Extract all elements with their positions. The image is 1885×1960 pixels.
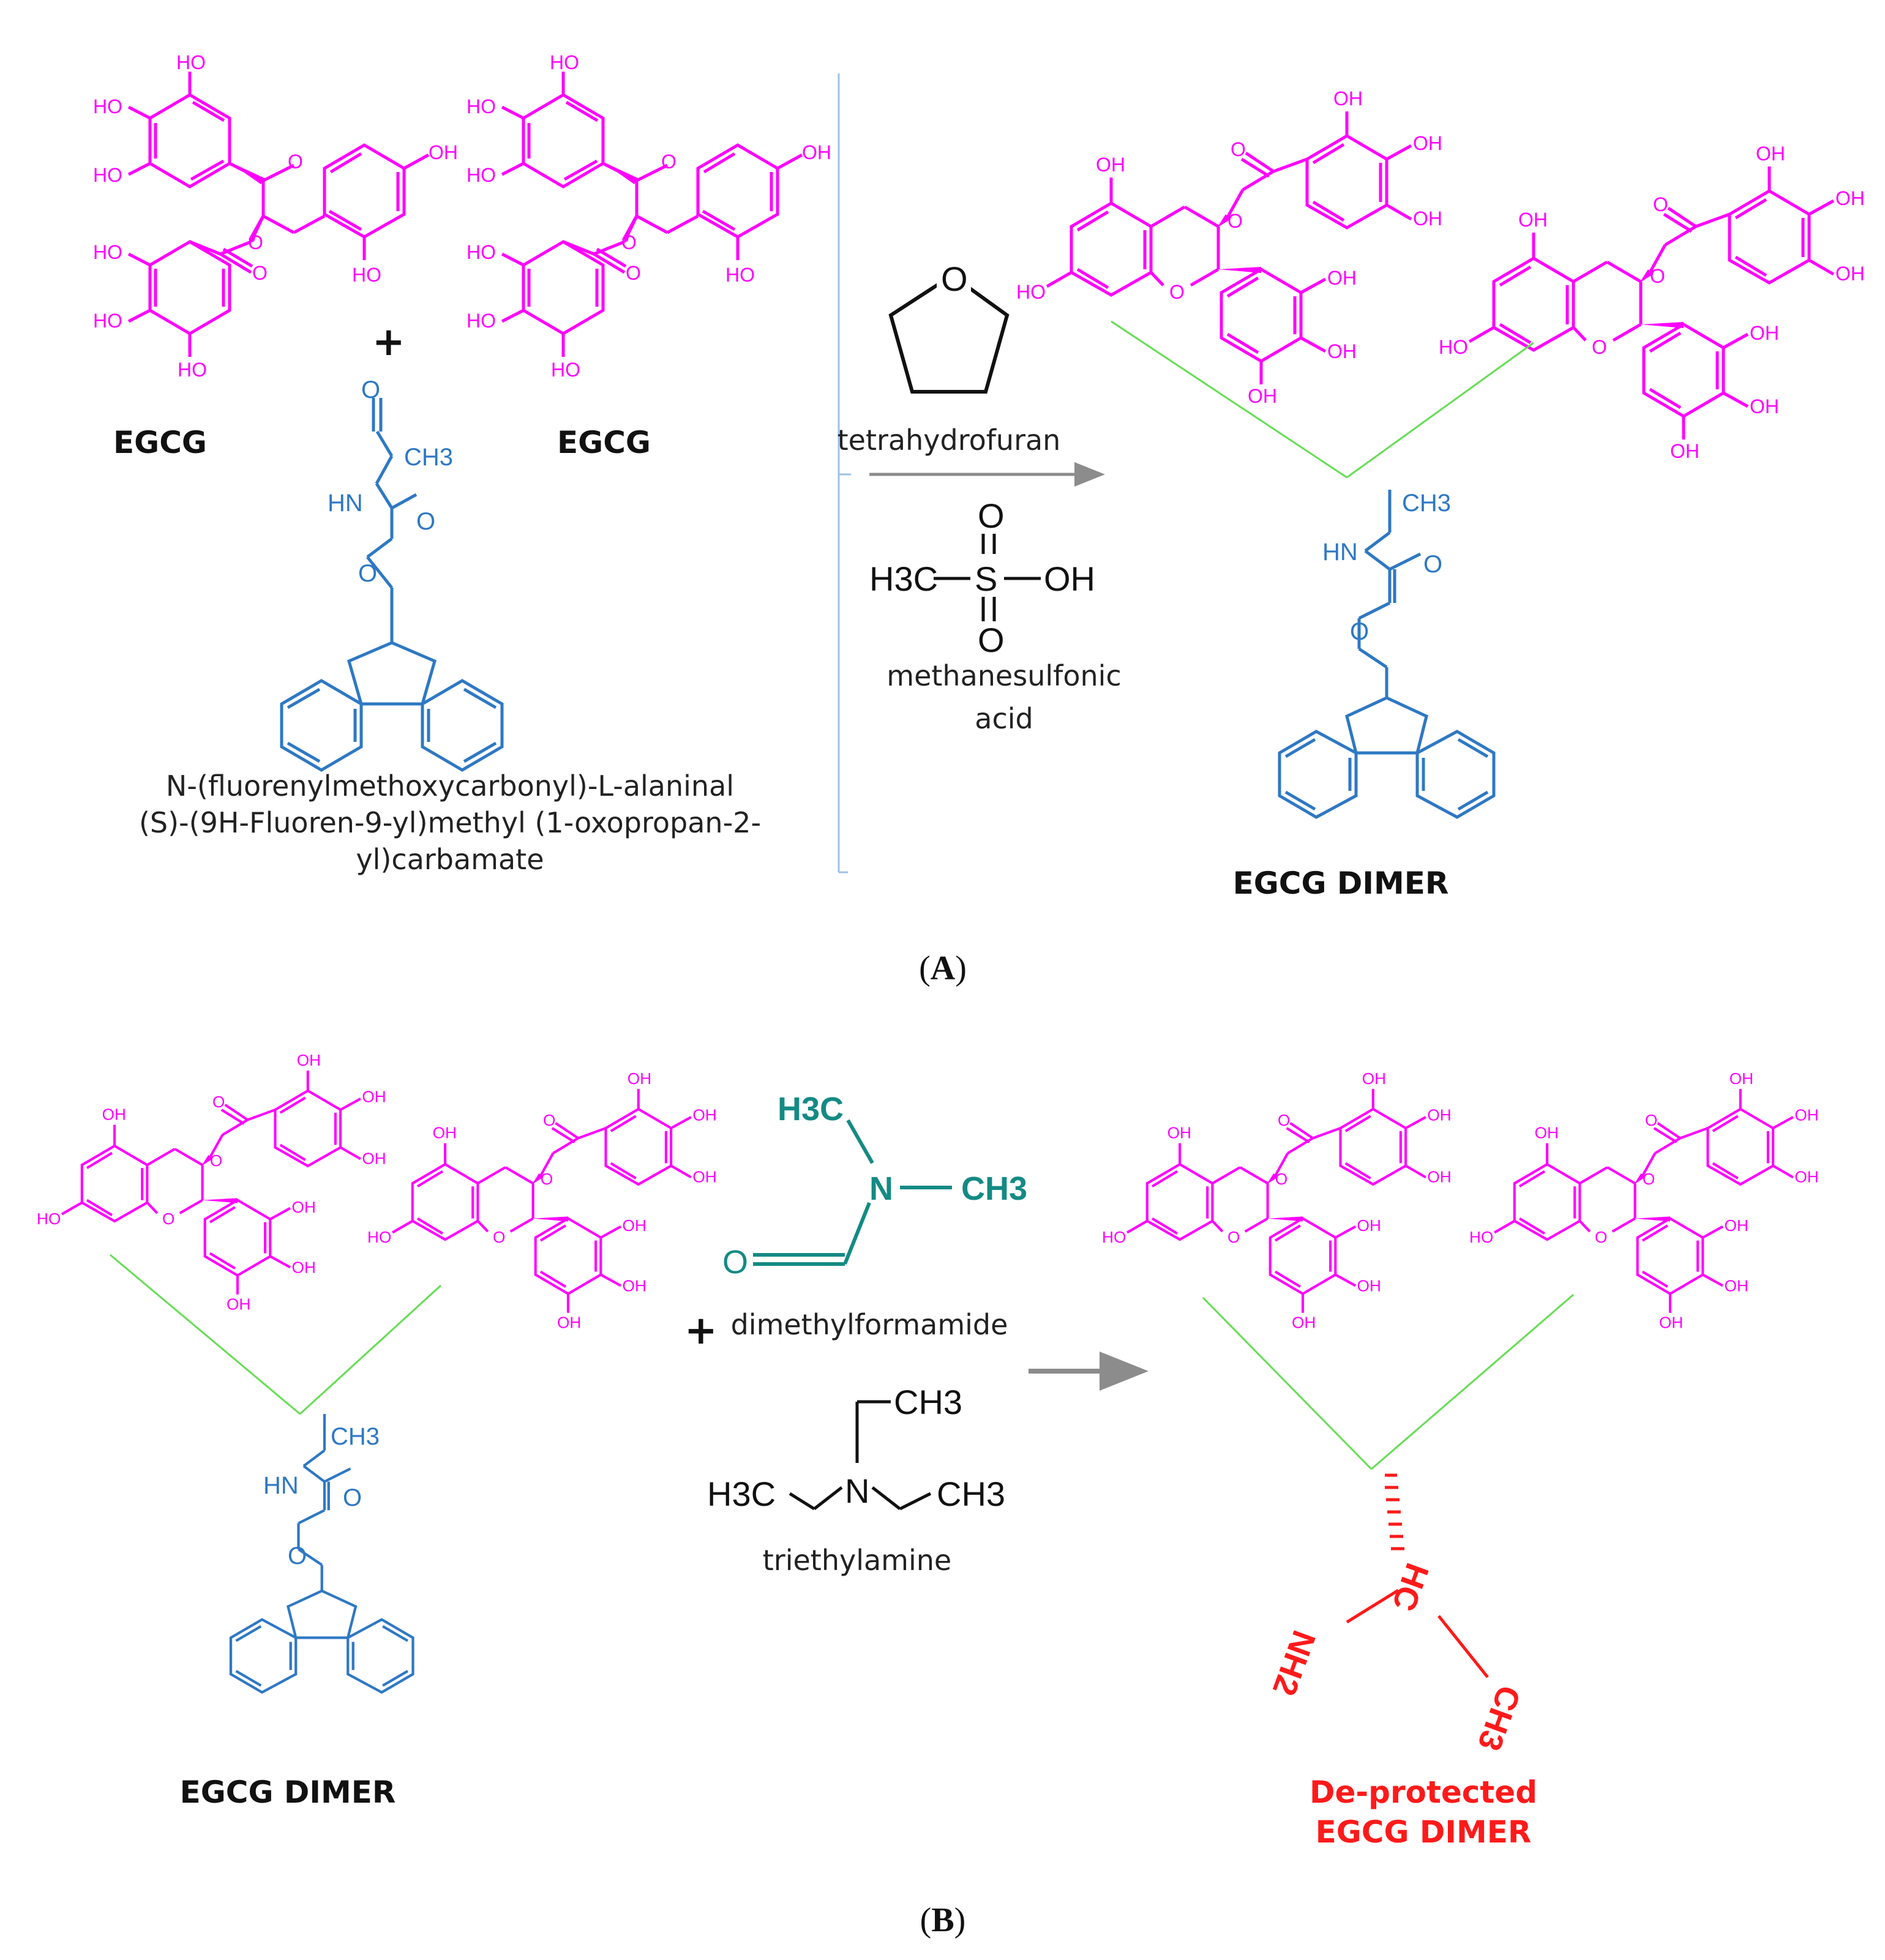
fmoc-alaninal-structure: O CH3 HN O O [280,376,504,772]
methine-label: HC [1385,1558,1436,1616]
dmf-label: dimethylformamide [731,1308,1008,1341]
methyl-label: H3C [869,559,938,598]
reagent-name-line-3: yl)carbamate [356,843,544,876]
catalyst-label-line-1: methanesulfonic [886,659,1121,692]
ether-oxygen-label: O [1350,618,1369,645]
panel-b: CH3 HN O O EGCG DIMER + H3C N CH3 O dime… [37,1051,1819,1939]
amine-label: NH2 [1265,1626,1322,1700]
egcg-right-label: EGCG [557,425,651,460]
methyl-label: H3C [707,1475,776,1513]
triethylamine-label: triethylamine [763,1544,951,1577]
methyl-label: CH3 [937,1475,1005,1513]
dimethylformamide-structure: H3C N CH3 O [722,1091,1027,1281]
tetrahydrofuran-structure: O [888,257,1010,394]
egcg-dimer-label: EGCG DIMER [1233,866,1449,901]
egcg-left-label: EGCG [113,425,207,460]
amine-label: HN [328,490,363,517]
ether-oxygen-label: O [288,1543,307,1569]
hydroxyl-label: OH [1044,559,1095,598]
oxygen-label: O [722,1244,748,1281]
reagent-name-line-2: (S)-(9H-Fluoren-9-yl)methyl (1-oxopropan… [139,806,761,839]
catalyst-label-line-2: acid [975,702,1033,735]
carbonyl-oxygen-label: O [343,1484,362,1511]
deprotected-egcg-dimer-product: HC NH2 CH3 [1102,1069,1819,1756]
carbonyl-oxygen-label: O [416,508,435,535]
panel-a-label: (A) [919,949,967,987]
ether-oxygen-label: O [358,560,377,587]
plus-sign: + [684,1308,718,1353]
product-label-line-2: EGCG DIMER [1316,1814,1532,1850]
methanesulfonic-acid-structure: H3C S OH O O [869,496,1095,659]
triethylamine-structure: CH3 N H3C CH3 [707,1383,1005,1513]
plus-sign: + [372,320,405,365]
egcg-dimer-reactant-label: EGCG DIMER [180,1775,396,1810]
egcg-right-structure [467,51,831,381]
product-label-line-1: De-protected [1310,1775,1537,1810]
nitrogen-label: N [869,1170,893,1207]
thf-oxygen-label: O [941,260,968,298]
methyl-label: CH3 [1471,1681,1527,1756]
divider-bracket [838,73,851,873]
sulfur-label: S [975,559,997,598]
egcg-dimer-product: CH3 HN O O [1016,88,1865,817]
egcg-dimer-reactant: CH3 HN O O [37,1051,717,1693]
panel-b-label: (B) [920,1901,966,1939]
methyl-label: CH3 [1402,490,1451,517]
reagent-name-line-1: N-(fluorenylmethoxycarbonyl)-L-alaninal [166,769,734,802]
amine-label: HN [1322,539,1358,566]
methyl-label: CH3 [894,1383,962,1421]
sulfonyl-oxygen-label: O [978,496,1005,535]
nitrogen-label: N [845,1472,869,1510]
methyl-label: H3C [778,1091,844,1128]
methyl-label: CH3 [961,1170,1027,1207]
solvent-label: tetrahydrofuran [838,424,1061,457]
methyl-label: CH3 [404,444,453,471]
amine-label: HN [263,1472,299,1499]
aldehyde-oxygen-label: O [361,376,380,403]
methyl-label: CH3 [331,1423,380,1450]
sulfonyl-oxygen-label: O [978,621,1005,659]
carbonyl-oxygen-label: O [1423,551,1442,578]
panel-a: EGCG EGCG + [93,51,1865,987]
